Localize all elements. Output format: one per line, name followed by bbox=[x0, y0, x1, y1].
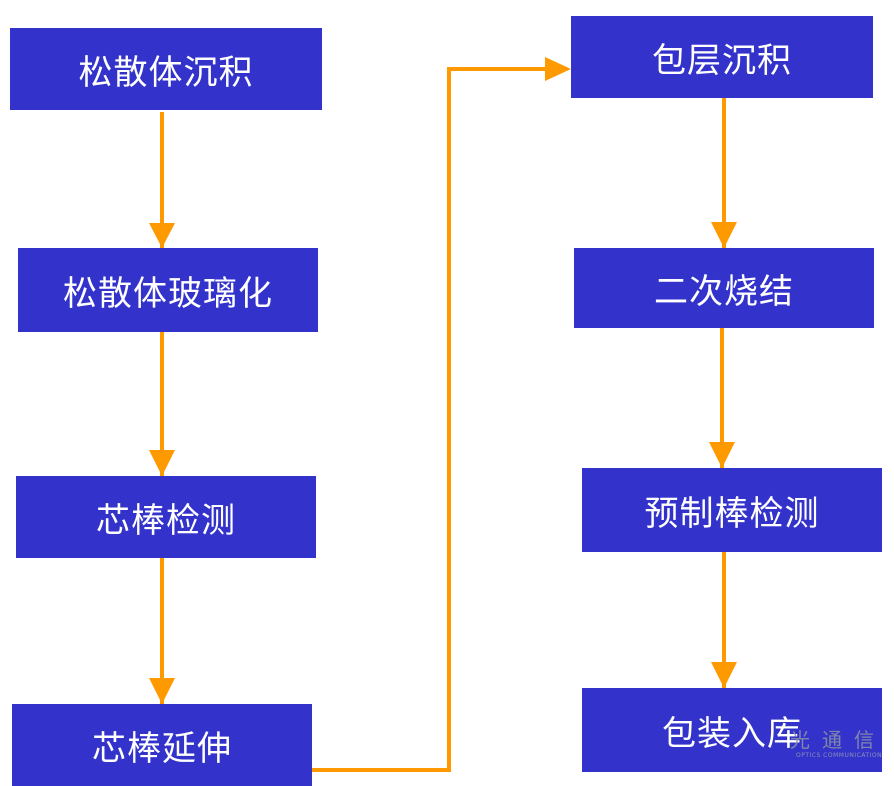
node-core-rod-stretching: 芯棒延伸 bbox=[12, 704, 312, 786]
arrow-n4-n5 bbox=[312, 67, 545, 772]
arrowhead-n7-n8 bbox=[711, 662, 737, 688]
arrowhead-n3-n4 bbox=[149, 678, 175, 704]
node-label: 芯棒延伸 bbox=[92, 728, 232, 769]
arrowhead-n5-n6 bbox=[711, 222, 737, 248]
node-loose-body-deposition: 松散体沉积 bbox=[10, 28, 322, 110]
watermark-text: 光通信 bbox=[790, 728, 886, 752]
node-label: 包装入库 bbox=[662, 713, 802, 754]
arrowhead-n2-n3 bbox=[149, 450, 175, 476]
node-core-rod-inspection: 芯棒检测 bbox=[16, 476, 316, 558]
node-label: 松散体沉积 bbox=[78, 52, 254, 93]
node-label: 预制棒检测 bbox=[644, 493, 820, 534]
watermark-subtext: OPTICS COMMUNICATION bbox=[796, 752, 883, 759]
arrowhead-n4-n5 bbox=[545, 57, 571, 81]
node-cladding-deposition: 包层沉积 bbox=[571, 16, 873, 98]
node-secondary-sintering: 二次烧结 bbox=[574, 248, 874, 328]
arrowhead-n6-n7 bbox=[709, 442, 735, 468]
node-preform-inspection: 预制棒检测 bbox=[582, 468, 882, 552]
node-label: 二次烧结 bbox=[654, 271, 794, 312]
arrowhead-n1-n2 bbox=[149, 223, 175, 248]
node-label: 松散体玻璃化 bbox=[63, 273, 273, 314]
node-label: 包层沉积 bbox=[652, 40, 792, 81]
node-loose-body-vitrification: 松散体玻璃化 bbox=[18, 248, 318, 332]
node-label: 芯棒检测 bbox=[96, 500, 236, 541]
node-packaging-storage: 包装入库 bbox=[582, 688, 882, 772]
